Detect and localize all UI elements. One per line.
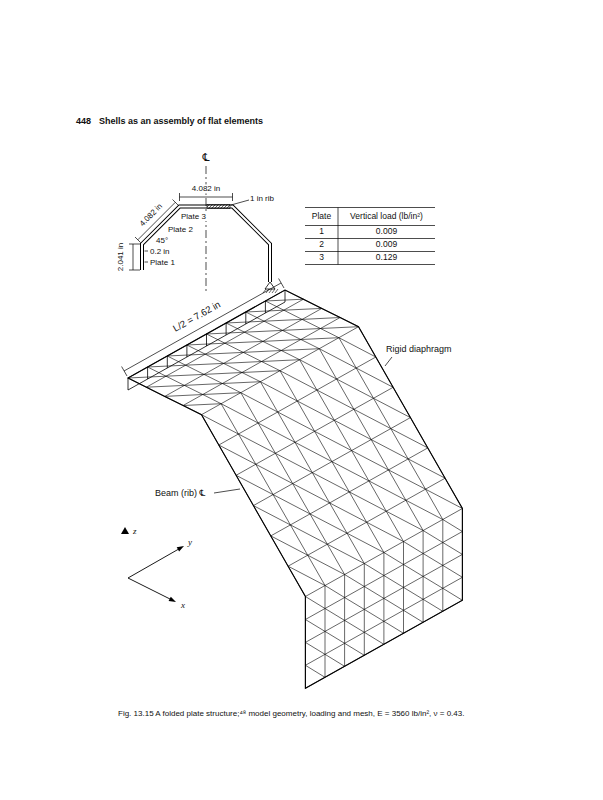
section-label: 1 in rib — [250, 194, 274, 203]
dimension-line — [133, 244, 134, 270]
section-label: Plate 2 — [168, 225, 193, 234]
table-header: Vertical load (lb/in²) — [350, 212, 423, 222]
leader-line — [385, 357, 392, 366]
axis-label: z — [133, 526, 137, 536]
section-label: Plate 3 — [180, 212, 207, 221]
dimension-tick — [129, 244, 140, 245]
arrowhead — [177, 546, 184, 552]
table-cell: 2 — [319, 240, 324, 250]
extension-line — [279, 279, 284, 289]
table-header: Plate — [312, 212, 331, 222]
dimension-tick — [135, 237, 141, 243]
table-cell: 1 — [319, 227, 324, 237]
table-cell: 0.129 — [376, 253, 397, 263]
rib-strip — [128, 290, 285, 390]
page-number: 448 — [76, 116, 91, 126]
table-cell: 0.009 — [376, 240, 397, 250]
section-label: 45° — [156, 236, 168, 245]
dimension-tick — [179, 193, 180, 201]
section-label: 4.082 in — [191, 184, 221, 193]
extension-line — [122, 367, 127, 377]
section-label: 0.2 in — [150, 247, 170, 256]
section-outline — [142, 207, 270, 283]
table-cell: 3 — [319, 253, 324, 263]
arrowhead — [121, 527, 129, 534]
callout-label: Beam (rib) ℄ — [155, 488, 205, 498]
section-label: Plate 1 — [150, 258, 175, 267]
axis-line — [128, 578, 172, 600]
axis-label: x — [181, 600, 185, 610]
leader-line — [231, 200, 249, 205]
axis-line — [128, 548, 180, 578]
support-hatch — [263, 289, 278, 293]
mesh-boundary — [128, 290, 462, 688]
dimension-tick — [173, 200, 179, 206]
leader-line — [145, 251, 149, 252]
section-inner — [142, 207, 270, 283]
dimension-tick — [232, 193, 233, 201]
leader-line — [214, 489, 240, 493]
dimension-line — [180, 197, 233, 198]
section-label: 2.041 in — [116, 243, 125, 271]
arrowhead — [169, 597, 176, 602]
dimension-line — [124, 283, 281, 371]
centerline-symbol: ℄ — [202, 151, 209, 164]
mesh-lines — [128, 290, 462, 688]
figure-caption: Fig. 13.15 A folded plate structure;⁴⁸ m… — [118, 709, 464, 718]
table-rules — [305, 208, 435, 265]
support-symbol — [265, 282, 275, 289]
dimension-line — [138, 202, 176, 240]
axis-label: y — [188, 537, 192, 547]
callout-label: Rigid diaphragm — [386, 344, 452, 354]
table-cell: 0.009 — [376, 227, 397, 237]
dimension-tick — [129, 270, 140, 271]
leader-line — [145, 262, 149, 263]
rib-hatch — [207, 205, 230, 209]
running-head: Shells as an assembly of flat elements — [99, 116, 263, 126]
